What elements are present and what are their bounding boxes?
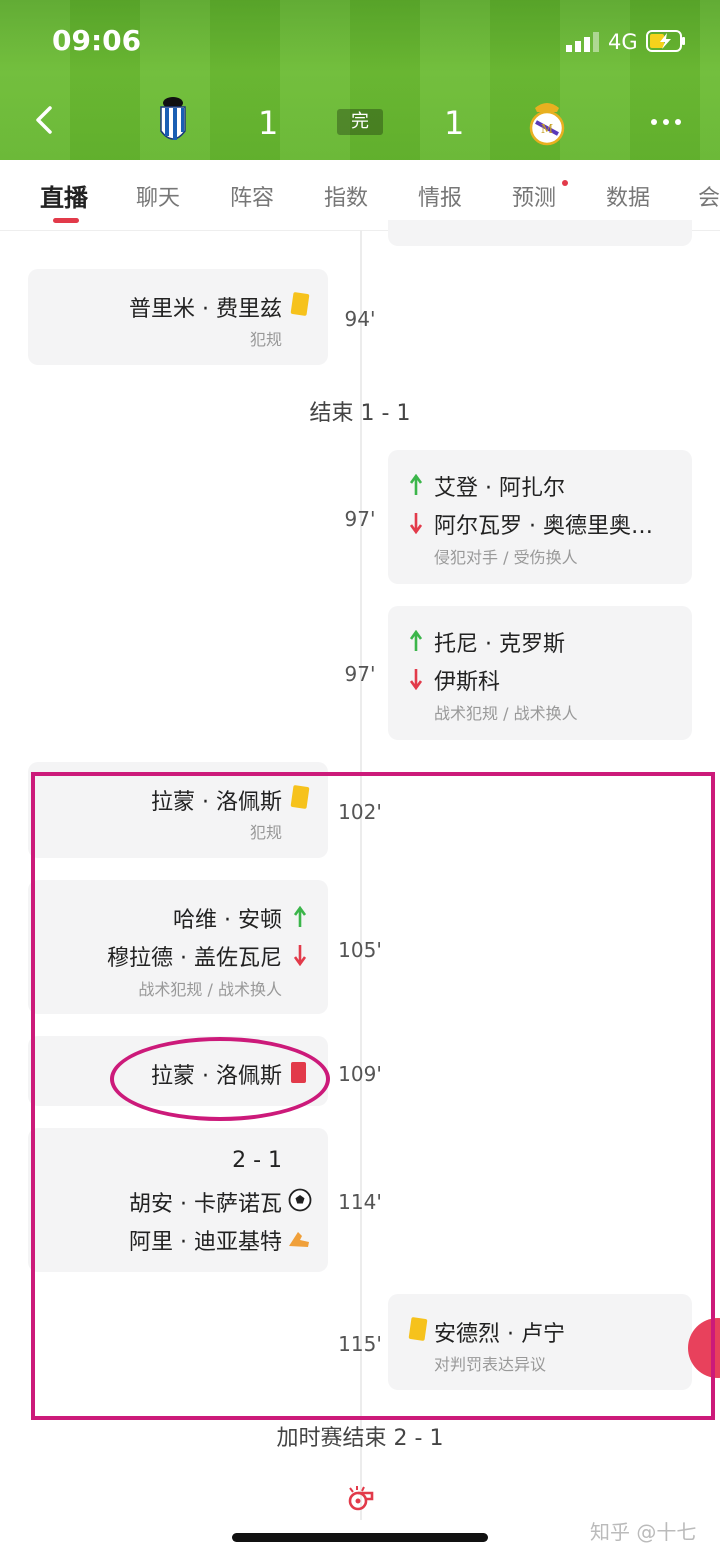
watermark: 知乎 @十七 xyxy=(590,1520,697,1544)
tab-chat[interactable]: 聊天 xyxy=(136,186,181,211)
tab-bar: 直播 聊天 阵容 指数 情报 预测 数据 会 xyxy=(0,160,720,231)
notification-dot xyxy=(562,180,568,186)
svg-text:M: M xyxy=(541,122,553,136)
event-minute: 115' xyxy=(338,1332,382,1356)
player-name: 拉蒙 · 洛佩斯 xyxy=(151,790,282,815)
away-score: 1 xyxy=(444,104,465,142)
sub-in-arrow-icon xyxy=(410,474,422,495)
player-out: 伊斯科 xyxy=(434,670,501,695)
annotation-rectangle xyxy=(31,772,715,1420)
player-name: 普里米 · 费里兹 xyxy=(129,297,282,322)
back-icon[interactable] xyxy=(30,100,60,140)
event-card-yellow-94[interactable]: 普里米 · 费里兹 犯规 xyxy=(28,269,328,365)
event-reason: 战术犯规 / 战术换人 xyxy=(138,980,282,999)
player-out: 阿尔瓦罗 · 奥德里奥… xyxy=(434,514,653,539)
event-minute: 97' xyxy=(344,662,376,686)
event-reason: 战术犯规 / 战术换人 xyxy=(434,704,578,723)
event-card-sub-97b[interactable]: 托尼 · 克罗斯 伊斯科 战术犯规 / 战术换人 xyxy=(388,606,692,740)
event-reason: 犯规 xyxy=(249,330,282,349)
network-type: 4G xyxy=(608,30,638,54)
event-minute: 105' xyxy=(338,938,382,962)
event-reason: 对判罚表达异议 xyxy=(434,1355,547,1374)
whistle-icon xyxy=(348,1486,374,1511)
event-card-partial xyxy=(388,220,692,246)
sub-out-arrow-icon xyxy=(294,945,306,966)
event-reason: 犯规 xyxy=(249,823,282,842)
player-in: 哈维 · 安顿 xyxy=(173,908,282,933)
match-status-badge: 完 xyxy=(337,109,383,135)
sub-out-arrow-icon xyxy=(410,513,422,534)
football-icon xyxy=(288,1188,312,1212)
signal-icon xyxy=(566,32,599,52)
tab-more[interactable]: 会 xyxy=(698,186,720,211)
tab-lineup[interactable]: 阵容 xyxy=(230,186,275,211)
home-indicator[interactable] xyxy=(232,1533,488,1542)
event-minute: 102' xyxy=(338,800,382,824)
regular-time-end: 结束 1 - 1 xyxy=(309,401,411,426)
yellow-card-icon xyxy=(290,291,310,317)
home-team-logo[interactable] xyxy=(156,95,190,147)
event-card-yellow-115[interactable]: 安德烈 · 卢宁 对判罚表达异议 xyxy=(388,1294,692,1390)
event-minute: 109' xyxy=(338,1062,382,1086)
event-reason: 侵犯对手 / 受伤换人 xyxy=(434,548,578,567)
tab-prediction[interactable]: 预测 xyxy=(512,186,557,211)
event-card-yellow-102[interactable]: 拉蒙 · 洛佩斯 犯规 xyxy=(28,762,328,858)
annotation-ellipse xyxy=(110,1037,330,1121)
goal-scorer: 胡安 · 卡萨诺瓦 xyxy=(129,1192,282,1217)
event-minute: 94' xyxy=(344,307,376,331)
away-team-logo[interactable]: M xyxy=(527,98,567,148)
player-out: 穆拉德 · 盖佐瓦尼 xyxy=(107,946,282,971)
tab-intel[interactable]: 情报 xyxy=(418,186,463,211)
tab-stats[interactable]: 数据 xyxy=(606,186,651,211)
tab-odds[interactable]: 指数 xyxy=(324,186,369,211)
event-minute: 114' xyxy=(338,1190,382,1214)
event-card-sub-105[interactable]: 哈维 · 安顿 穆拉德 · 盖佐瓦尼 战术犯规 / 战术换人 xyxy=(28,880,328,1014)
sub-in-arrow-icon xyxy=(294,906,306,927)
player-in: 艾登 · 阿扎尔 xyxy=(434,476,565,501)
status-time: 09:06 xyxy=(52,24,142,57)
player-name: 安德烈 · 卢宁 xyxy=(434,1322,565,1347)
match-header: 09:06 4G 1 完 1 M xyxy=(0,0,720,160)
battery-icon xyxy=(646,30,685,52)
assist-boot-icon xyxy=(289,1232,309,1247)
goal-assist: 阿里 · 迪亚基特 xyxy=(129,1230,282,1255)
event-minute: 97' xyxy=(344,507,376,531)
goal-score: 2 - 1 xyxy=(232,1148,282,1173)
tab-active-indicator xyxy=(53,218,79,223)
sub-out-arrow-icon xyxy=(410,669,422,690)
event-card-goal-114[interactable]: 2 - 1 胡安 · 卡萨诺瓦 阿里 · 迪亚基特 xyxy=(28,1128,328,1272)
event-card-sub-97a[interactable]: 艾登 · 阿扎尔 阿尔瓦罗 · 奥德里奥… 侵犯对手 / 受伤换人 xyxy=(388,450,692,584)
extra-time-end: 加时赛结束 2 - 1 xyxy=(276,1426,444,1451)
timeline-line xyxy=(360,230,362,1520)
sub-in-arrow-icon xyxy=(410,630,422,651)
home-score: 1 xyxy=(258,104,279,142)
tab-live[interactable]: 直播 xyxy=(40,184,88,212)
player-in: 托尼 · 克罗斯 xyxy=(434,632,565,657)
more-icon[interactable] xyxy=(648,110,684,134)
